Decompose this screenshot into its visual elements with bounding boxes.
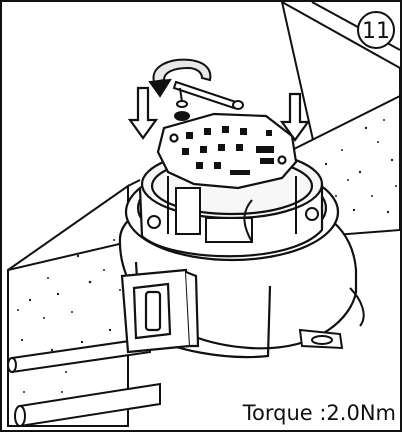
conduit-pipes [7, 336, 161, 428]
down-arrow-icon [127, 86, 159, 140]
cable-outlet [298, 287, 365, 350]
step-number: 11 [362, 19, 390, 44]
hex-key-icon [172, 80, 244, 110]
down-arrow-icon [279, 92, 311, 142]
torque-caption: Torque :2.0Nm [242, 401, 396, 425]
screw-icon [174, 100, 190, 121]
internal-parts [147, 176, 319, 243]
side-clamp [120, 268, 200, 354]
cover-plate [156, 112, 298, 190]
rotate-clockwise-icon [148, 58, 212, 98]
step-number-badge: 11 [357, 11, 395, 49]
